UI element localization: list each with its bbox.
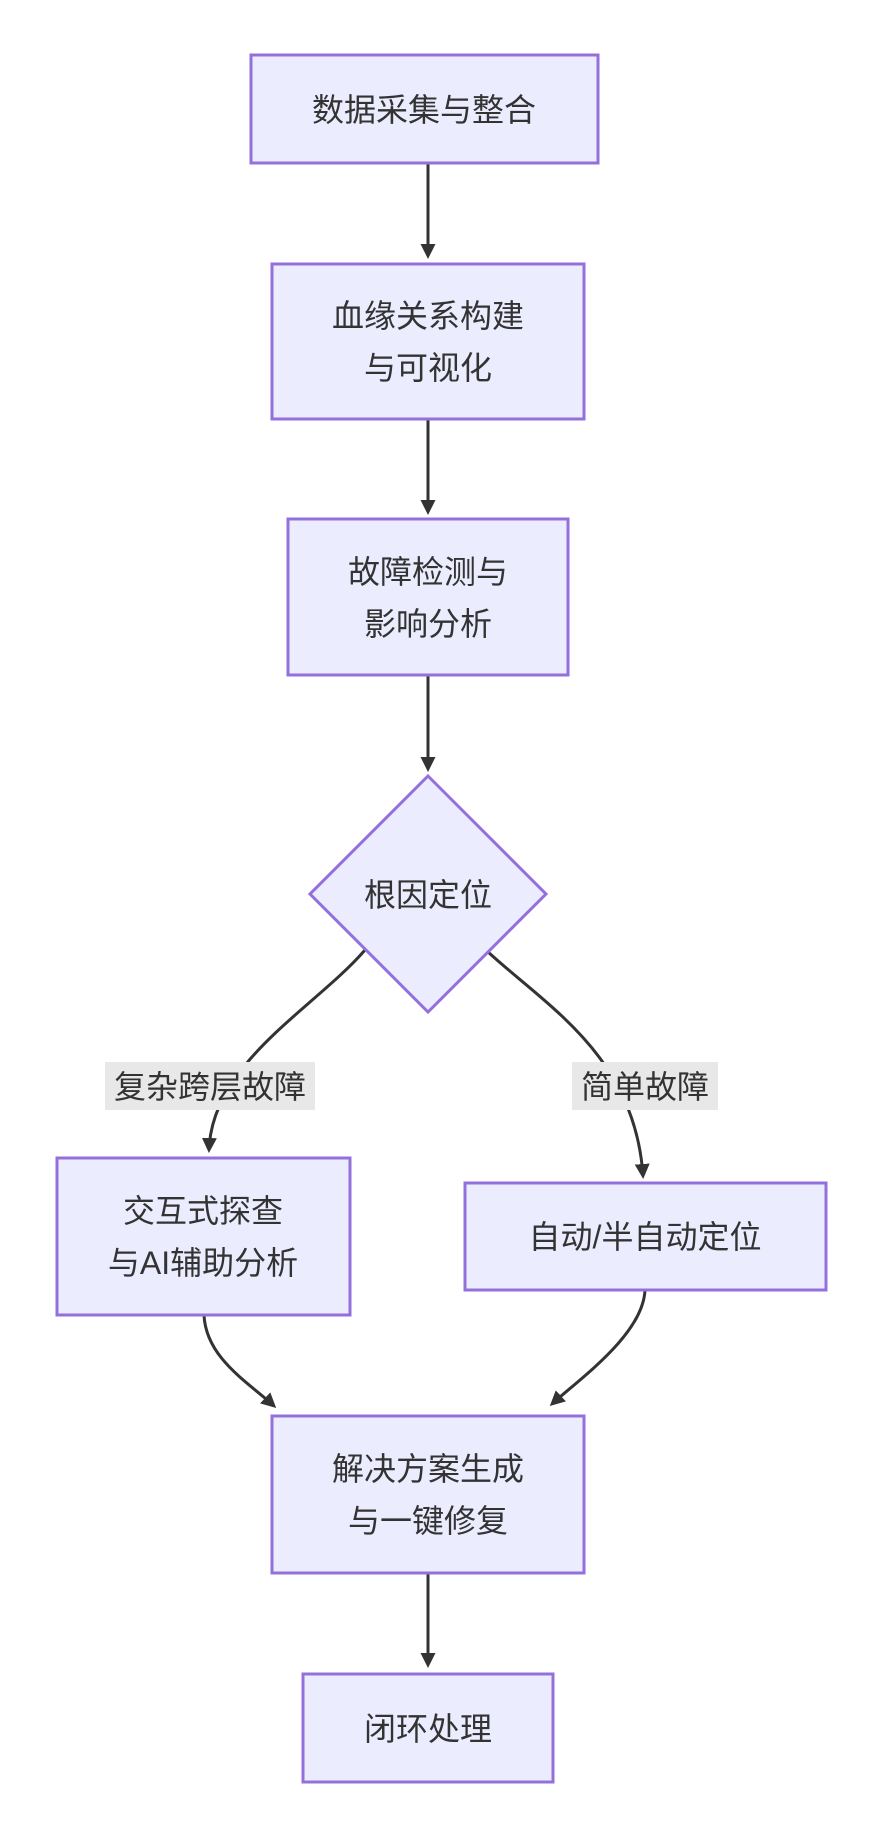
edge-label-simple-fault-text: 简单故障 — [581, 1069, 709, 1105]
node-auto: 自动/半自动定位 — [463, 1181, 828, 1292]
node-collect: 数据采集与整合 — [249, 53, 600, 165]
solution-label-line1: 解决方案生成 — [332, 1451, 524, 1487]
edge-rootcause-to-interactive — [201, 949, 367, 1153]
auto-label: 自动/半自动定位 — [529, 1219, 762, 1255]
detect-label-line1: 故障检测与 — [348, 554, 508, 590]
edge-auto-to-solution — [549, 1289, 647, 1407]
root-cause-label: 根因定位 — [364, 877, 492, 913]
edge-label-simple-fault-bg — [572, 1062, 718, 1110]
interactive-box — [55, 1156, 352, 1317]
closed-loop-box — [301, 1672, 555, 1784]
lineage-label-line1: 血缘关系构建 — [332, 298, 524, 334]
interactive-label-line1: 交互式探查 — [123, 1193, 283, 1229]
node-root-cause: 根因定位 — [307, 773, 549, 1015]
edge-label-complex-fault-bg — [105, 1062, 315, 1110]
solution-label-line2: 与一键修复 — [348, 1503, 508, 1539]
detect-box — [286, 517, 570, 677]
interactive-label-line2: 与AI辅助分析 — [108, 1245, 298, 1281]
edge-label-simple-fault: 简单故障 — [572, 1062, 718, 1110]
closed-loop-label: 闭环处理 — [364, 1711, 492, 1747]
edges-layer — [201, 163, 650, 1668]
node-lineage: 血缘关系构建 与可视化 — [270, 262, 586, 421]
node-detect: 故障检测与 影响分析 — [286, 517, 570, 677]
solution-box — [270, 1414, 586, 1575]
edge-label-complex-fault-text: 复杂跨层故障 — [114, 1069, 306, 1105]
root-cause-diamond — [307, 773, 549, 1015]
collect-label: 数据采集与整合 — [312, 92, 536, 128]
lineage-label-line2: 与可视化 — [364, 350, 492, 386]
auto-box — [463, 1181, 828, 1292]
node-interactive: 交互式探查 与AI辅助分析 — [55, 1156, 352, 1317]
node-closed-loop: 闭环处理 — [301, 1672, 555, 1784]
edge-rootcause-to-auto — [485, 949, 650, 1179]
edge-label-complex-fault: 复杂跨层故障 — [105, 1062, 315, 1110]
node-solution: 解决方案生成 与一键修复 — [270, 1414, 586, 1575]
collect-box — [249, 53, 600, 165]
detect-label-line2: 影响分析 — [364, 606, 492, 642]
lineage-box — [270, 262, 586, 421]
edge-interactive-to-solution — [202, 1314, 277, 1409]
